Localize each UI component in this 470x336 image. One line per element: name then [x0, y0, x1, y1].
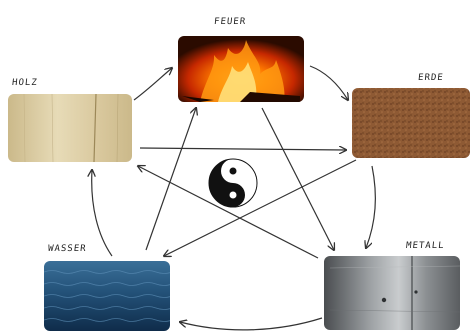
arrow-wasser-to-feuer [145, 108, 196, 251]
yin-yang-icon [208, 158, 258, 208]
label-erde: ERDE [417, 73, 445, 83]
arrow-metall-to-holz [138, 166, 319, 259]
arrow-feuer-to-erde [309, 65, 348, 100]
star-arrows [138, 107, 357, 259]
arrow-holz-to-erde [139, 148, 346, 150]
fire-image [178, 36, 304, 102]
label-metall: METALL [405, 241, 446, 251]
arrow-metall-to-wasser [180, 317, 323, 331]
wood-image [8, 94, 132, 162]
label-wasser: WASSER [47, 244, 88, 254]
arrow-feuer-to-metall [261, 107, 334, 250]
cycle-arrows [92, 65, 376, 331]
arrow-erde-to-metall [366, 165, 376, 248]
metal-image [324, 256, 460, 330]
label-feuer: FEUER [213, 17, 247, 27]
arrow-erde-to-wasser [164, 159, 357, 256]
water-image [44, 261, 170, 331]
arrow-holz-to-feuer [133, 68, 172, 101]
arrow-wasser-to-holz [92, 170, 113, 257]
label-holz: HOLZ [11, 78, 39, 88]
soil-image [352, 88, 470, 158]
